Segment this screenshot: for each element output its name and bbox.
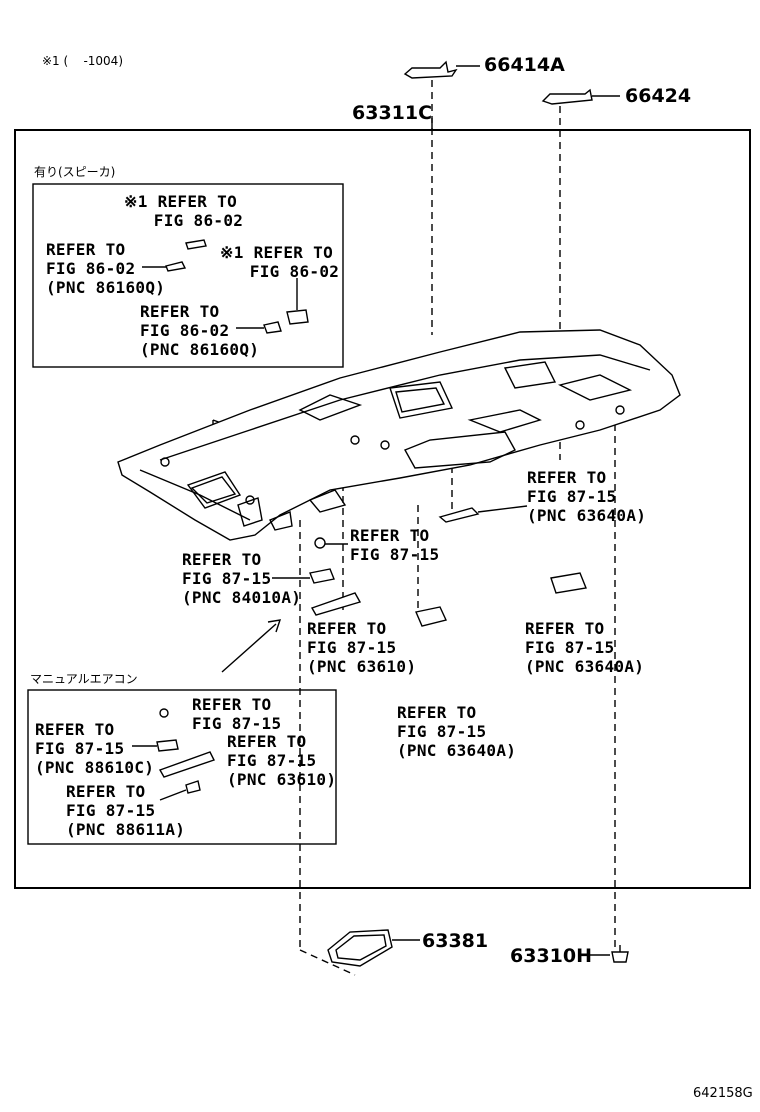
clip-66424-drawing xyxy=(541,88,620,105)
part-number-63381[interactable]: 63381 xyxy=(422,930,489,952)
speaker-parts-drawing xyxy=(142,239,309,334)
speaker-ref-2[interactable]: REFER TO FIG 86-02 (PNC 86160Q) xyxy=(46,240,166,297)
manual-ac-parts-drawing xyxy=(132,708,215,801)
manual-ac-ref-2[interactable]: REFER TO FIG 87-15 (PNC 88610C) xyxy=(35,720,155,777)
figure-code: 642158G xyxy=(693,1086,753,1101)
speaker-group-box xyxy=(32,183,344,368)
part-number-66414A[interactable]: 66414A xyxy=(484,54,565,76)
speaker-ref-4[interactable]: REFER TO FIG 86-02 (PNC 86160Q) xyxy=(140,302,260,359)
part-number-63310H[interactable]: 63310H xyxy=(510,945,593,967)
ref-pnc-63610[interactable]: REFER TO FIG 87-15 (PNC 63610) xyxy=(307,619,417,676)
ref-pnc-63640A-center[interactable]: REFER TO FIG 87-15 (PNC 63640A) xyxy=(397,703,517,760)
manual-ac-ref-4[interactable]: REFER TO FIG 87-15 (PNC 88611A) xyxy=(66,782,186,839)
ref-pnc-84010A[interactable]: REFER TO FIG 87-15 (PNC 84010A) xyxy=(182,550,302,607)
part-number-66424[interactable]: 66424 xyxy=(625,85,692,107)
speaker-group-title: 有り(スピーカ) xyxy=(34,165,116,179)
clip-66414A-drawing xyxy=(403,60,480,79)
screw-63310H-drawing xyxy=(585,945,629,963)
speaker-ref-3[interactable]: ※1 REFER TO FIG 86-02 xyxy=(220,243,340,281)
ref-pnc-63640A-upper[interactable]: REFER TO FIG 87-15 (PNC 63640A) xyxy=(527,468,647,525)
loose-parts-drawing xyxy=(221,505,587,673)
ref-pnc-63640A-right[interactable]: REFER TO FIG 87-15 (PNC 63640A) xyxy=(525,619,645,676)
manual-ac-group-box xyxy=(27,689,337,845)
date-range-note: ※1 ( -1004) xyxy=(42,54,123,68)
manual-ac-ref-3[interactable]: REFER TO FIG 87-15 (PNC 63610) xyxy=(227,732,337,789)
speaker-ref-1[interactable]: ※1 REFER TO FIG 86-02 xyxy=(124,192,244,230)
manual-ac-group-title: マニュアルエアコン xyxy=(30,672,138,686)
main-frame xyxy=(14,129,751,889)
ref-fig-87-15-clip[interactable]: REFER TO FIG 87-15 xyxy=(350,526,440,564)
part-number-63311C[interactable]: 63311C xyxy=(352,102,433,124)
lamp-cover-63381-drawing xyxy=(327,929,420,967)
headliner-drawing xyxy=(117,329,681,541)
manual-ac-ref-1[interactable]: REFER TO FIG 87-15 xyxy=(192,695,282,733)
